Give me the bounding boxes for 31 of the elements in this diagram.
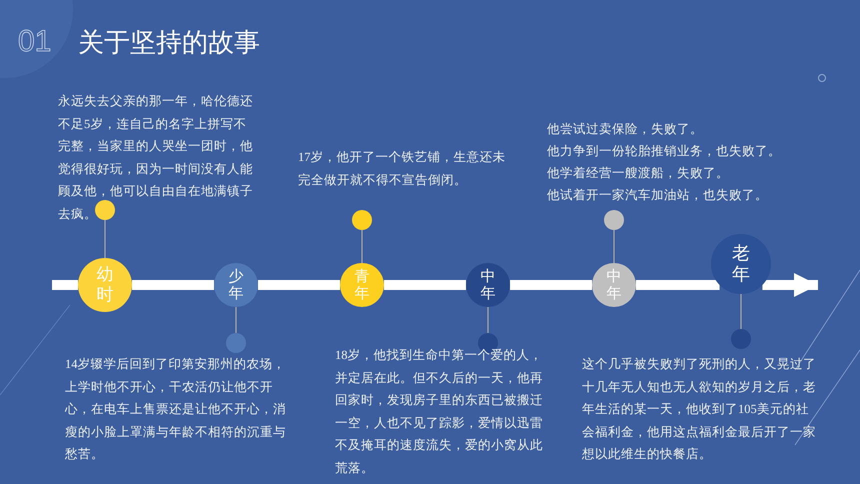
stage-circle: 中年 [592, 263, 636, 307]
story-text: 永远失去父亲的那一年，哈伦德还不足5岁，连自己的名字上拼写不完整，当家里的人哭坐一团时，他觉得很好玩，因为一时间没有人能顾及他，他可以自由自在地满镇子去疯。 [58, 93, 254, 222]
story-text: 14岁辍学后回到了印第安那州的农场，上学时他不开心，干农活仍让他不开心，在电车上售票还是让他不开心，消瘦的小脸上罩满与年龄不相符的沉重与愁苦。 [65, 356, 287, 463]
dot-marker [731, 329, 751, 349]
story-text: 他试着开一家汽车加油站，也失败了。 [547, 187, 768, 204]
stage-circle: 老年 [711, 234, 771, 294]
stage-circle: 中年 [466, 263, 510, 307]
connector-line [104, 220, 106, 258]
timeline-bar [384, 280, 466, 290]
dot-marker [604, 210, 624, 230]
timeline-bar [636, 280, 720, 290]
dot-marker [226, 333, 246, 353]
title: 关于坚持的故事 [78, 26, 260, 59]
stage-circle: 青年 [340, 263, 384, 307]
stage-circle: 少年 [214, 263, 258, 307]
timeline-bar [132, 280, 214, 290]
timeline-arrow [762, 273, 818, 297]
story-text: 17岁，他开了一个铁艺铺，生意还未完全做开就不得不宣告倒闭。 [298, 149, 506, 188]
story-text: 他学着经营一艘渡船，失败了。 [547, 165, 729, 182]
story-text: 他尝试过卖保险，失败了。 [547, 121, 703, 138]
dot-marker [352, 210, 372, 230]
connector-line [740, 294, 742, 330]
timeline-bar [510, 280, 592, 290]
section-number: 01 [18, 24, 52, 60]
timeline-bar [52, 280, 78, 290]
story-text: 这个几乎被失败判了死刑的人，又晃过了十几年无人知也无人欲知的岁月之后，老年生活的某一天，他收到了105美元的社会福利金，他用这点福利金最后开了一家想以此维生的快餐店。 [582, 356, 816, 463]
dot-marker [95, 200, 115, 220]
stage-circle: 幼时 [78, 258, 132, 312]
timeline-bar [258, 280, 340, 290]
story-text: 他力争到一份轮胎推销业务，也失败了。 [547, 143, 781, 160]
story-text: 18岁，他找到生命中第一个爱的人，并定居在此。但不久后的一天，他再回家时，发现房子里的东西已被搬迁一空，人也不见了踪影，爱情以迅雷不及掩耳的速度流失，爱的小窝从此荒落。 [335, 347, 544, 476]
